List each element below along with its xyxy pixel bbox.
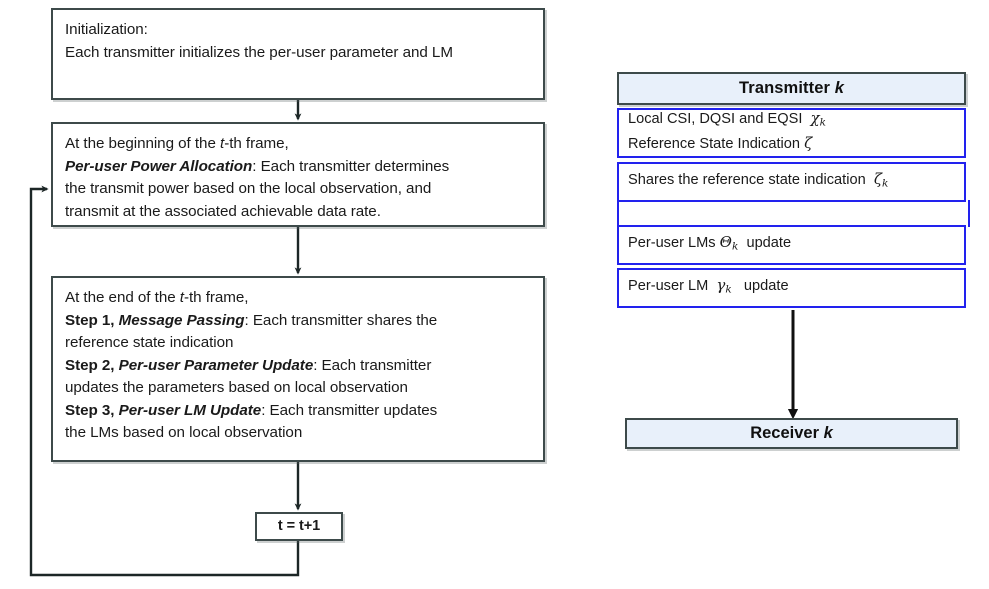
flow-box-frame-beginning: At the beginning of the t-th frame, Per-… [51,122,545,227]
frame-beginning-line-1: At the beginning of the t-th frame, [65,133,543,156]
step-3-rest: : Each transmitter updates [261,401,438,419]
zeta-k-symbol: ζ [873,170,882,189]
frame-end-line-1: At the end of the t-th frame, [65,287,543,310]
transmitter-header: Transmitter k [617,72,966,105]
initialization-line-1: Initialization: [65,21,148,38]
receiver-box: Receiver k [625,418,958,449]
theta-subscript: k [731,240,739,253]
reference-state-line-2: Reference State Indication ζ [628,133,826,158]
transmitter-row-per-user-lms-theta: Per-user LMs Θk update [617,225,966,265]
frame-end-text: At the end of the t-th frame, Step 1, Me… [53,278,543,445]
share-reference-text: Shares the reference state indication ζk [619,169,888,194]
local-csi-text: Local CSI, DQSI and EQSI χk Reference St… [619,108,826,159]
gamma-symbol: γ [716,276,726,295]
step-1-name: Message Passing [118,311,245,329]
begin-line1-t: t [220,135,225,152]
step-2-name: Per-user Parameter Update [118,356,314,374]
per-user-lms-theta-text: Per-user LMs Θk update [619,232,791,257]
per-user-lm-label: Per-user LM [628,278,709,295]
theta-update-label: update [746,235,792,252]
step-1-continuation: reference state indication [65,334,234,351]
transmitter-row-share-reference: Shares the reference state indication ζk [617,162,966,202]
share-reference-line: Shares the reference state indication ζk [628,169,888,194]
transmitter-panel-spacer [617,200,970,227]
transmitter-header-label: Transmitter k [739,79,844,98]
end-line1-suffix: -th frame, [183,289,249,306]
transmitter-row-per-user-lm-gamma: Per-user LM γk update [617,268,966,308]
step-2-line: Step 2, Per-user Parameter Update: Each … [65,355,543,378]
transmitter-row-local-csi: Local CSI, DQSI and EQSI χk Reference St… [617,108,966,158]
counter-label: t = t+1 [277,518,321,535]
per-user-lms-theta-line: Per-user LMs Θk update [628,232,791,257]
receiver-label: Receiver k [750,424,833,443]
receiver-index: k [823,424,833,442]
flow-box-initialization: Initialization: Each transmitter initial… [51,8,545,100]
theta-symbol: Θ [719,233,732,252]
per-user-lm-gamma-line: Per-user LM γk update [628,275,789,300]
receiver-title: Receiver [750,424,824,442]
frame-beginning-line-2: Per-user Power Allocation: Each transmit… [65,156,543,179]
gamma-update-label: update [743,278,789,295]
transmitter-title: Transmitter [739,79,835,97]
frame-beginning-line-3: the transmit power based on the local ob… [65,180,432,197]
transmitter-index: k [834,79,844,97]
step-2-rest: : Each transmitter [313,356,432,374]
per-user-lm-gamma-text: Per-user LM γk update [619,275,789,300]
step-2-number: Step 2 [65,356,111,374]
begin-line1-prefix: At the beginning of the [65,135,221,152]
per-user-lms-label: Per-user LMs [628,235,716,252]
step-1-comma: , [110,311,119,329]
local-csi-line-1: Local CSI, DQSI and EQSI χk [628,108,826,133]
step-2-comma: , [110,356,119,374]
step-3-name: Per-user LM Update [118,401,262,419]
step-3-number: Step 3 [65,401,111,419]
flow-box-frame-end: At the end of the t-th frame, Step 1, Me… [51,276,545,462]
reference-state-label: Reference State Indication [628,136,800,152]
initialization-text: Initialization: Each transmitter initial… [53,10,543,64]
chi-symbol: χ [810,108,820,127]
local-csi-label: Local CSI, DQSI and EQSI [628,110,803,127]
frame-beginning-line-4: transmit at the associated achievable da… [65,202,381,220]
per-user-power-allocation-label: Per-user Power Allocation [65,157,253,175]
chi-subscript: k [819,116,826,128]
step-3-line: Step 3, Per-user LM Update: Each transmi… [65,400,543,423]
flow-box-counter-increment: t = t+1 [255,512,343,541]
step-1-number: Step 1 [65,311,111,329]
step-1-line: Step 1, Message Passing: Each transmitte… [65,310,543,333]
frame-beginning-text: At the beginning of the t-th frame, Per-… [53,124,543,223]
end-line1-t: t [179,289,184,306]
step-3-comma: , [110,401,119,419]
zeta-symbol: ζ [804,134,813,152]
step-1-rest: : Each transmitter shares the [244,311,438,329]
zeta-k-subscript: k [881,177,889,190]
initialization-line-2: Each transmitter initializes the per-use… [65,43,453,61]
end-line1-prefix: At the end of the [65,289,180,306]
step-3-continuation: the LMs based on local observation [65,424,303,441]
step-2-continuation: updates the parameters based on local ob… [65,379,408,396]
begin-line1-suffix: -th frame, [224,135,289,152]
begin-line2-rest: : Each transmitter determines [252,157,450,175]
share-reference-label: Shares the reference state indication [628,172,866,189]
gamma-subscript: k [725,283,732,296]
